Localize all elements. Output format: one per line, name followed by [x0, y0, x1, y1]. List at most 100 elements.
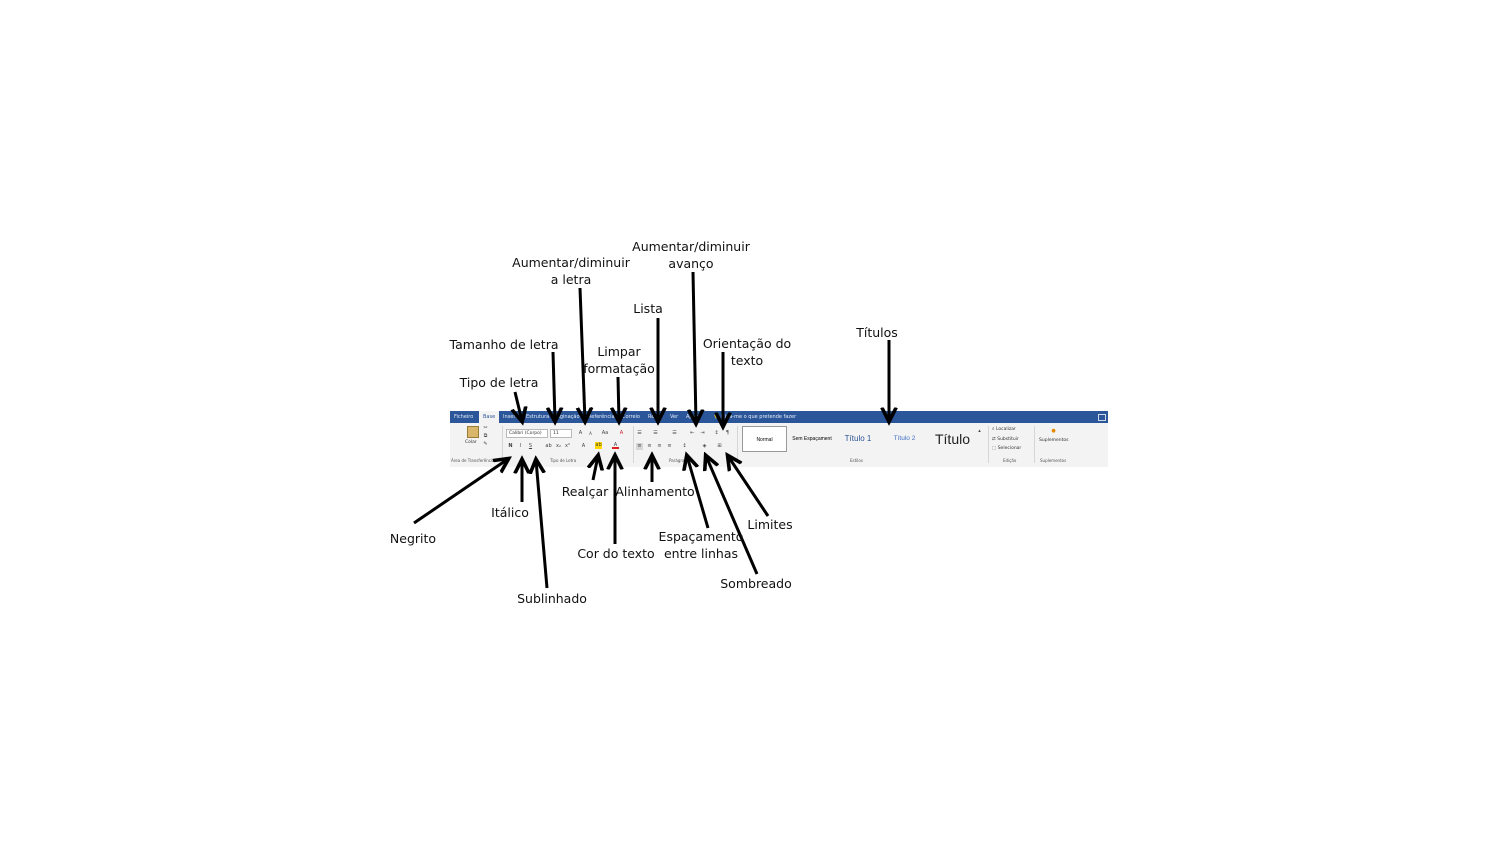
change-case-icon[interactable]: Aa: [601, 430, 609, 436]
divider: [1034, 426, 1035, 463]
align-right-icon[interactable]: ≡: [657, 443, 662, 449]
tab-view[interactable]: Ver: [670, 414, 679, 420]
paragraph-mark-icon[interactable]: ¶: [725, 430, 730, 436]
find-label: Localizar: [995, 427, 1016, 432]
shading-icon[interactable]: ◈: [702, 443, 707, 449]
clear-formatting-icon[interactable]: A: [619, 430, 624, 436]
label-espacamento: Espaçamento entre linhas: [658, 529, 744, 561]
align-center-icon[interactable]: ≡: [647, 443, 652, 449]
cut-icon[interactable]: ✂: [483, 425, 488, 431]
tell-me-text: Diga-me o que pretende fazer: [720, 414, 797, 420]
copy-icon[interactable]: ⧉: [483, 433, 488, 439]
addins-icon[interactable]: ●: [1051, 428, 1056, 434]
font-color-icon[interactable]: A: [612, 442, 619, 449]
select-icon: ⬚: [992, 446, 997, 451]
label-limites: Limites: [747, 517, 793, 532]
bold-button[interactable]: N: [508, 443, 513, 449]
arrow-realcar: [593, 456, 598, 481]
label-sombreado: Sombreado: [720, 576, 792, 591]
label-realcar: Realçar: [561, 484, 609, 499]
text-effects-icon[interactable]: A: [581, 443, 586, 449]
label-alinhamento: Alinhamento: [615, 484, 695, 499]
addins-label: Suplementos: [1039, 438, 1069, 443]
label-orientacao: Orientação do texto: [702, 336, 792, 368]
label-negrito: Negrito: [389, 531, 437, 546]
style-normal[interactable]: Normal: [742, 426, 787, 452]
paste-icon[interactable]: [467, 426, 479, 438]
format-painter-icon[interactable]: ✎: [483, 441, 488, 447]
tab-design[interactable]: Estrutura: [526, 414, 550, 420]
ribbon-body: Colar ✂ ⧉ ✎ Área de Transferência Calibr…: [450, 423, 1108, 467]
label-tamanho-de-letra: Tamanho de letra: [449, 337, 559, 352]
label-sublinhado: Sublinhado: [517, 591, 587, 606]
underline-button[interactable]: S: [528, 443, 533, 449]
tab-references[interactable]: Referências: [588, 414, 618, 420]
align-left-icon[interactable]: ≡: [636, 443, 643, 450]
editing-group-title: Edição: [1003, 458, 1017, 463]
style-no-spacing[interactable]: Sem Espaçament: [792, 436, 832, 442]
paragraph-group-title: Parágrafo: [669, 458, 689, 463]
arrow-aumentar-avanco: [693, 271, 696, 423]
addins-group-title: Suplementos: [1040, 458, 1067, 463]
strikethrough-icon[interactable]: ab: [545, 443, 552, 449]
numbering-icon[interactable]: ☰: [653, 430, 658, 436]
tab-file[interactable]: Ficheiro: [454, 414, 474, 420]
borders-icon[interactable]: ⊞: [717, 443, 722, 449]
arrow-tipo-de-letra: [515, 391, 522, 421]
line-spacing-icon[interactable]: ↕: [682, 443, 687, 449]
italic-button[interactable]: I: [519, 443, 522, 449]
arrow-aumentar-letra: [580, 287, 585, 421]
superscript-icon[interactable]: x²: [565, 443, 570, 449]
clipboard-group-title: Área de Transferência: [451, 458, 495, 463]
arrow-espacamento: [687, 456, 710, 529]
arrow-sombreado: [706, 456, 759, 575]
divider: [988, 426, 989, 463]
subscript-icon[interactable]: x₂: [556, 443, 561, 449]
divider: [737, 426, 738, 463]
decrease-indent-icon[interactable]: ⇤: [690, 430, 695, 436]
bullets-icon[interactable]: ☰: [637, 430, 642, 436]
arrow-negrito: [413, 459, 508, 525]
search-icon: ⌕: [992, 427, 995, 432]
tab-layout[interactable]: Paginação: [554, 414, 580, 420]
label-limpar-formatacao: Limpar formatação: [583, 344, 655, 376]
font-name-box[interactable]: Calibri (Corpo): [506, 429, 548, 438]
divider: [633, 426, 634, 463]
label-cor-do-texto: Cor do texto: [577, 546, 655, 561]
comments-icon[interactable]: [1098, 414, 1106, 421]
tab-home[interactable]: Base: [479, 411, 500, 423]
increase-indent-icon[interactable]: ⇥: [700, 430, 705, 436]
replace-label: Substituir: [997, 437, 1019, 442]
arrow-limites: [728, 456, 770, 517]
styles-group-title: Estilos: [850, 458, 863, 463]
style-title[interactable]: Título: [934, 431, 970, 447]
label-aumentar-avanco: Aumentar/diminuir avanço: [632, 239, 750, 271]
label-aumentar-letra: Aumentar/diminuir a letra: [512, 255, 630, 287]
select-label: Selecionar: [997, 446, 1022, 451]
sort-icon[interactable]: ↕: [714, 430, 719, 436]
highlight-icon[interactable]: ab: [595, 442, 602, 449]
style-heading-2[interactable]: Título 2: [893, 435, 916, 442]
word-ribbon: Ficheiro Base Inserir Estrutura Paginaçã…: [450, 411, 1108, 467]
label-titulos: Títulos: [856, 325, 898, 340]
select-button[interactable]: ⬚ Selecionar: [992, 445, 1021, 453]
tab-mailings[interactable]: Correio: [622, 414, 640, 420]
justify-icon[interactable]: ≡: [667, 443, 672, 449]
label-italico: Itálico: [491, 505, 529, 520]
arrow-limpar-formatacao: [618, 376, 619, 421]
replace-button[interactable]: ⇄ Substituir: [992, 436, 1019, 444]
shrink-font-icon[interactable]: A: [589, 431, 592, 436]
label-lista: Lista: [633, 301, 663, 316]
font-size-box[interactable]: 11: [550, 429, 572, 438]
style-heading-1[interactable]: Título 1: [844, 434, 872, 443]
replace-icon: ⇄: [992, 437, 996, 442]
font-group-title: Tipo de Letra: [550, 458, 577, 463]
multilevel-list-icon[interactable]: ☰: [672, 430, 677, 436]
divider: [502, 426, 503, 463]
paste-label: Colar: [465, 440, 477, 445]
styles-scroll-icon[interactable]: ▴: [978, 428, 981, 434]
grow-font-icon[interactable]: A: [578, 430, 583, 436]
arrow-tamanho-de-letra: [553, 351, 555, 421]
find-button[interactable]: ⌕ Localizar: [992, 426, 1016, 434]
